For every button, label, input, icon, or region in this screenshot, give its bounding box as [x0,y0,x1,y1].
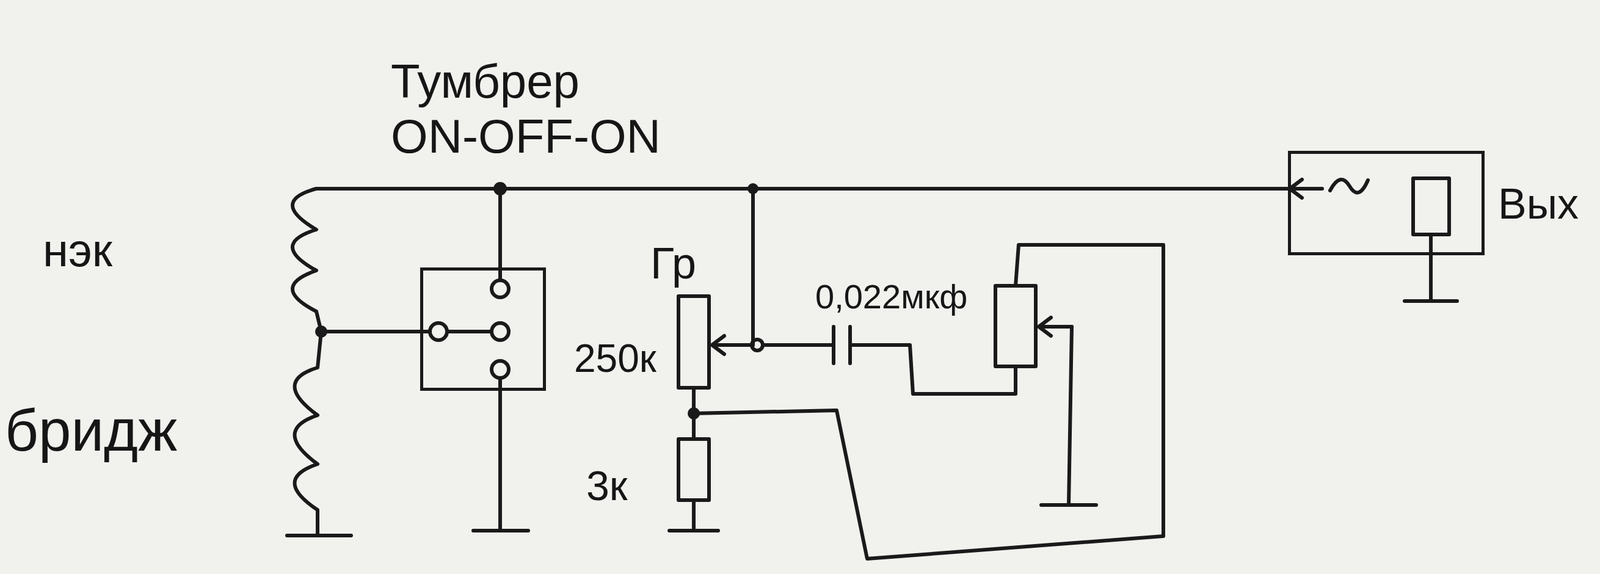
pickup-label: бридж [4,398,178,463]
pot-label: Гр [650,239,697,288]
switch-terminal [491,280,509,298]
wiper-arrow [1038,317,1072,336]
value-label: 3к [586,462,628,509]
ground-symbol [1041,503,1097,507]
switch-lever [447,329,492,334]
value-label: 0,022мкф [815,277,968,316]
wire [1068,326,1072,506]
ground-symbol [287,533,352,538]
resistor-symbol [678,439,710,501]
ground-symbol [473,528,529,533]
ground-symbol [1404,299,1458,303]
switch-terminal [429,323,448,341]
output-jack: Вых [1287,150,1485,256]
potentiometer-symbol [995,285,1036,367]
switch-terminal [491,360,509,379]
junction-dot [687,407,700,420]
wire [1429,234,1433,302]
bridge-coil [294,331,322,536]
toggle-switch: Тумбрер ON-OFF-ON [420,267,546,391]
switch-terminal [491,323,509,341]
neck-coil [292,188,322,332]
wire [850,345,1016,394]
wire [762,343,834,347]
signal-wire [500,188,1288,268]
wire [316,186,501,191]
value-label: 250к [574,337,657,380]
junction-dot [315,325,328,338]
wire [691,500,696,531]
ground-symbol [669,528,719,533]
resistor-symbol [1413,178,1450,235]
node-heading: Вых [1498,179,1579,230]
wire [498,378,502,531]
wire [751,188,755,346]
wiper-arrow [712,335,753,355]
wire [321,329,430,334]
potentiometer-symbol [678,296,710,388]
jack-spring [1330,179,1368,193]
pickup-label: нэк [42,224,113,277]
node-heading: Тумбрер ON-OFF-ON [390,54,665,164]
capacitor-symbol [833,326,851,364]
jack-tip [1289,179,1323,198]
wire [693,244,1164,559]
